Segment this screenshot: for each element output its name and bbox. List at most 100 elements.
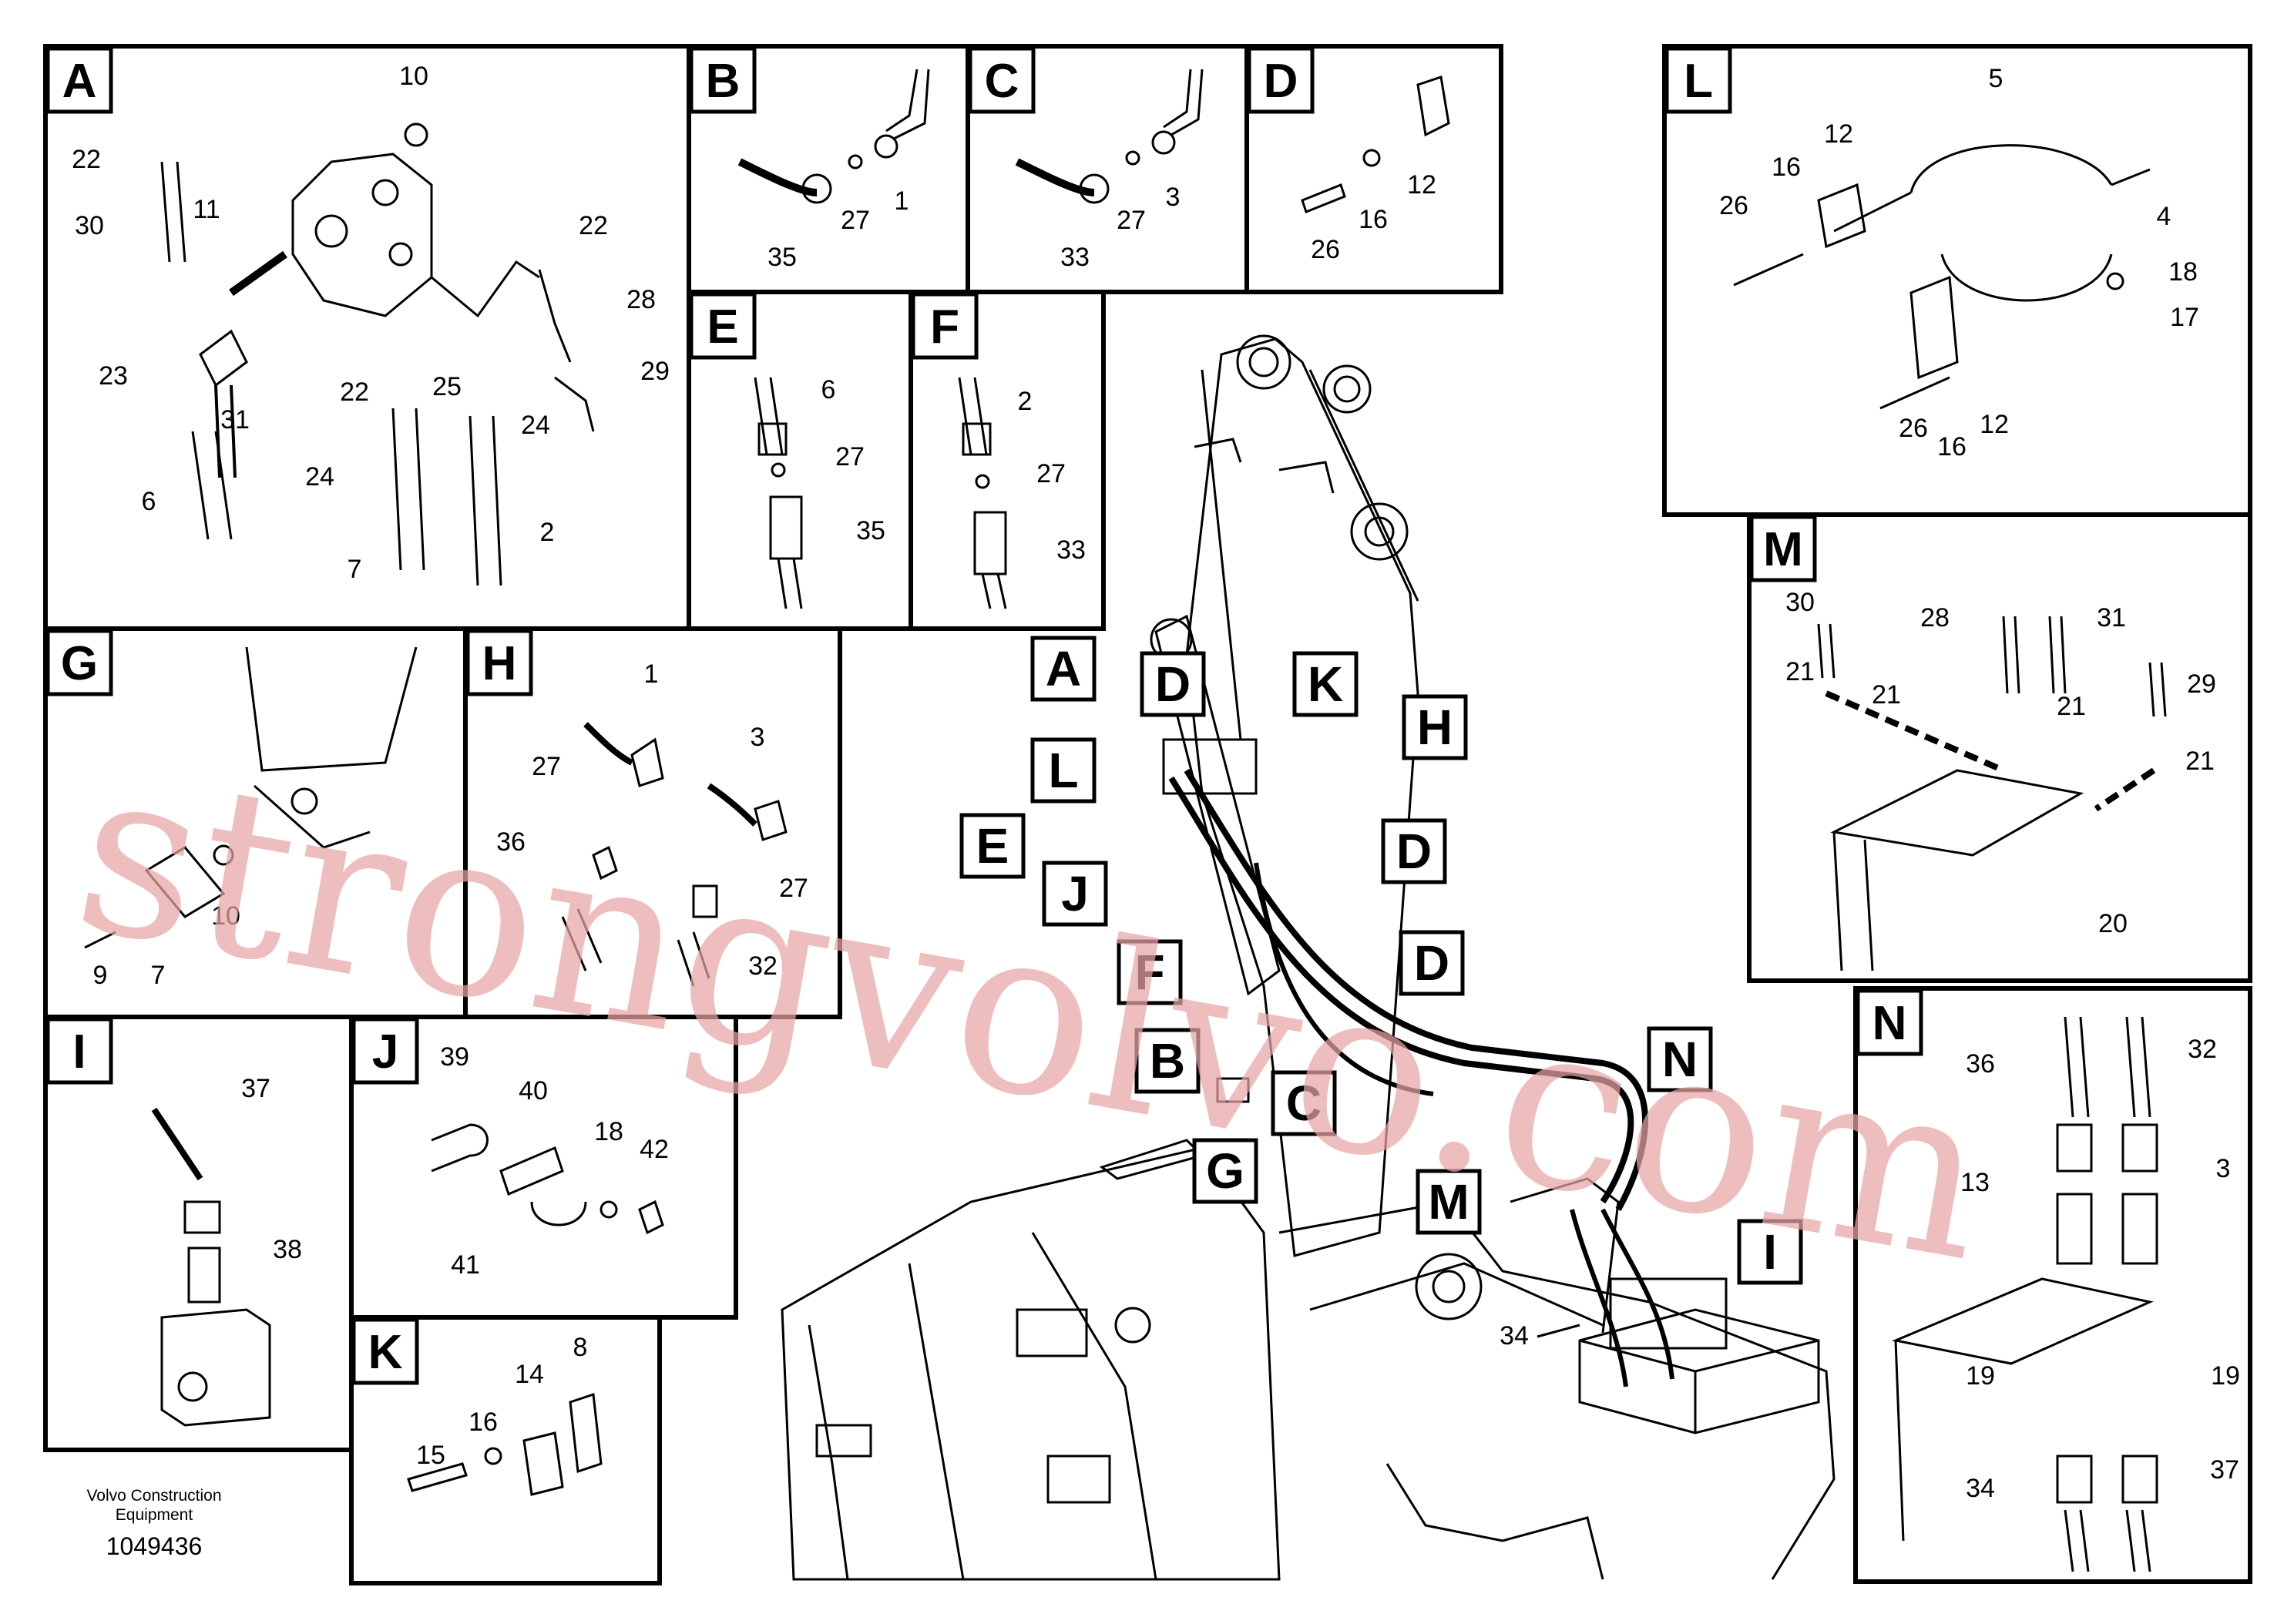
panel-d-label: 12	[1407, 170, 1436, 200]
panel-e-label: 35	[856, 516, 885, 545]
svg-text:I: I	[1763, 1224, 1777, 1280]
panel-l-label: 26	[1719, 191, 1748, 220]
panel-h-letter: H	[482, 637, 517, 690]
panel-j-letter: J	[372, 1025, 398, 1079]
panel-d-label: 16	[1359, 205, 1388, 234]
callout-g: G	[1192, 1138, 1258, 1204]
panel-m-label: 28	[1920, 603, 1950, 632]
panel-a-label: 24	[305, 462, 334, 492]
panel-j-label: 41	[451, 1250, 480, 1280]
panel-g-label: 9	[93, 961, 108, 990]
panel-d-letter: D	[1264, 55, 1298, 108]
panel-f-label: 27	[1036, 459, 1066, 488]
panel-e-label: 6	[821, 375, 836, 404]
panel-k-label: 14	[515, 1360, 544, 1389]
panel-a-label: 24	[521, 411, 550, 440]
callout-l: L	[1030, 737, 1097, 804]
panel-b-letter: B	[706, 55, 741, 108]
panel-l-label: 16	[1772, 153, 1801, 182]
panel-m-label: 21	[1872, 680, 1901, 710]
panel-m-label: 20	[2098, 909, 2128, 938]
drawing-number: 1049436	[106, 1532, 203, 1560]
panel-n-label: 32	[2188, 1035, 2217, 1064]
panel-n-label: 36	[1966, 1049, 1995, 1079]
panel-m-label: 31	[2097, 603, 2126, 632]
svg-text:H: H	[1417, 700, 1453, 755]
panel-l-label: 16	[1937, 432, 1967, 461]
panel-n-letter: N	[1872, 997, 1907, 1050]
panel-a-letter: A	[62, 55, 97, 108]
panel-a-label: 25	[432, 372, 462, 401]
panel-c-label: 33	[1060, 243, 1090, 272]
svg-text:C: C	[1286, 1075, 1322, 1131]
panel-m-label: 21	[2185, 747, 2215, 776]
panel-a-label: 28	[626, 285, 656, 314]
panel-k-label: 15	[416, 1441, 445, 1470]
panel-a-label: 6	[142, 487, 156, 516]
callout-d: D	[1399, 930, 1465, 996]
svg-text:L: L	[1048, 743, 1078, 798]
panel-d-frame	[1244, 44, 1503, 294]
panel-g-label: 7	[151, 961, 166, 990]
panel-h-label: 36	[496, 827, 526, 857]
svg-text:B: B	[1150, 1033, 1185, 1089]
panel-a-frame	[43, 44, 691, 631]
panel-m-frame	[1747, 512, 2252, 983]
panel-m-label: 29	[2187, 669, 2216, 699]
panel-e-label: 27	[835, 442, 865, 471]
callout-f: F	[1117, 939, 1183, 1005]
panel-m-label: 30	[1785, 588, 1815, 617]
svg-text:G: G	[1206, 1143, 1244, 1199]
panel-j-label: 42	[640, 1135, 669, 1164]
footer-company: Volvo Construction	[86, 1487, 221, 1505]
callout-e: E	[959, 813, 1026, 879]
panel-l-label: 12	[1824, 119, 1853, 149]
panel-m-label: 21	[2057, 692, 2086, 721]
panel-f-label: 2	[1018, 387, 1033, 416]
panel-g-label: 10	[211, 901, 240, 931]
svg-text:N: N	[1662, 1032, 1698, 1087]
panel-j-label: 40	[519, 1076, 548, 1106]
panel-l-letter: L	[1684, 55, 1713, 108]
footer-company-2: Equipment	[116, 1506, 193, 1524]
panel-a-label: 30	[75, 211, 104, 240]
panel-m-label: 21	[1785, 657, 1815, 686]
panel-l-label: 26	[1899, 414, 1928, 443]
panel-g-letter: G	[61, 637, 98, 690]
panel-k-frame	[349, 1315, 662, 1585]
panel-n-label: 13	[1960, 1168, 1990, 1197]
panel-b-label: 27	[841, 206, 870, 235]
panel-l-label: 5	[1989, 64, 2003, 93]
panel-a-label: 7	[348, 555, 362, 584]
svg-text:F: F	[1134, 945, 1164, 1000]
panel-c-label: 3	[1166, 183, 1181, 212]
callout-d: D	[1140, 651, 1206, 717]
panel-n-label: 19	[1966, 1361, 1995, 1391]
panel-m-letter: M	[1763, 523, 1803, 576]
panel-f-frame	[909, 290, 1106, 631]
panel-k-label: 16	[469, 1408, 498, 1437]
svg-text:K: K	[1308, 656, 1343, 712]
panel-f-letter: F	[930, 300, 959, 354]
panel-n-label: 19	[2211, 1361, 2240, 1391]
panel-b-label: 1	[895, 186, 909, 216]
panel-l-label: 17	[2170, 303, 2199, 332]
panel-a-label: 10	[399, 62, 428, 91]
callout-n: N	[1647, 1026, 1713, 1092]
panel-j-label: 39	[440, 1042, 469, 1072]
panel-i-label: 37	[241, 1074, 270, 1103]
panel-a-label: 2	[540, 518, 555, 547]
callout-b: B	[1134, 1028, 1201, 1094]
panel-h-label: 27	[532, 752, 561, 781]
panel-j-label: 18	[594, 1117, 623, 1146]
panel-h-label: 3	[751, 723, 765, 752]
callout-d: D	[1381, 818, 1447, 884]
panel-e-letter: E	[707, 300, 738, 354]
panel-f-label: 33	[1056, 535, 1086, 565]
panel-k-label: 8	[573, 1333, 588, 1362]
panel-a-label: 22	[72, 145, 101, 174]
hose-label: 34	[1500, 1321, 1529, 1351]
svg-text:D: D	[1396, 824, 1432, 879]
panel-i-label: 38	[273, 1235, 302, 1264]
